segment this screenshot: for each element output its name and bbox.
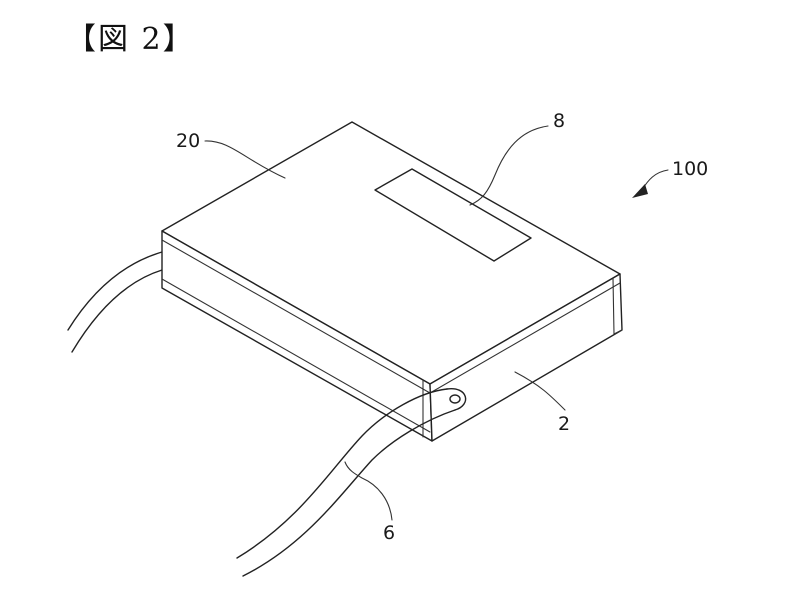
figure-title-close-bracket: 】: [162, 22, 195, 57]
label-100: 100: [672, 158, 708, 180]
arrow-100-icon: [632, 184, 648, 198]
figure-title: 【図 2】: [66, 14, 195, 58]
leader-20: [204, 140, 286, 179]
terminal-hole: [449, 394, 461, 404]
figure-title-open-bracket: 【: [66, 22, 98, 57]
label-panel: [374, 168, 532, 262]
figure-title-text: 図 2: [98, 22, 163, 57]
box-edge-details: [161, 239, 623, 438]
back-cable: [67, 251, 163, 353]
leader-100: [641, 169, 669, 191]
label-6: 6: [383, 522, 395, 544]
lead-tab: [236, 388, 467, 577]
leader-8: [469, 125, 549, 206]
label-8: 8: [553, 110, 565, 132]
leader-2: [514, 371, 566, 411]
leader-lines: [204, 125, 669, 521]
leader-6: [344, 461, 393, 521]
label-20: 20: [176, 130, 200, 152]
label-2: 2: [558, 413, 570, 435]
